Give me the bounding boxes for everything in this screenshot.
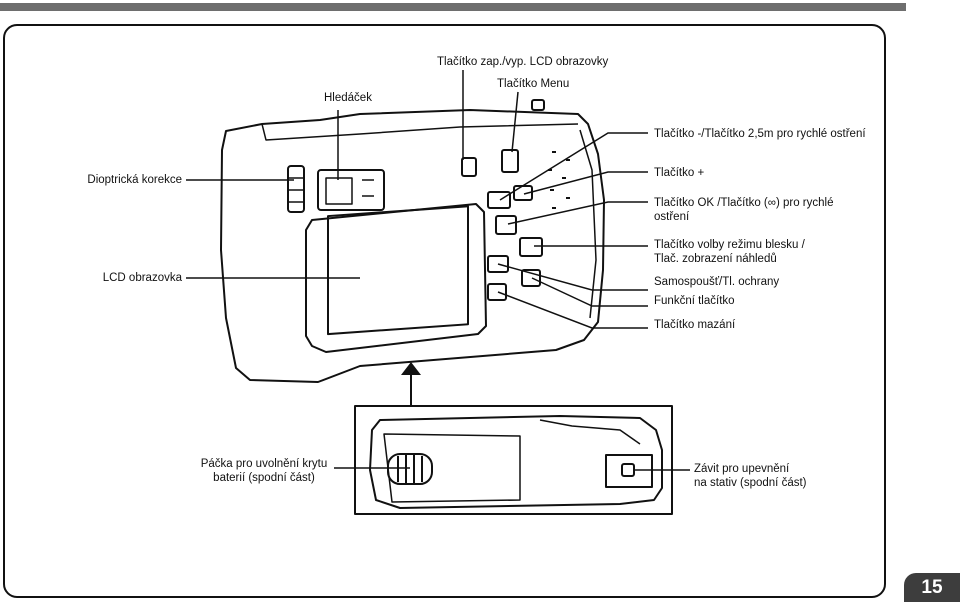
bottom-view-arrow-head	[401, 362, 421, 375]
figure-frame	[3, 24, 886, 598]
menu-button-shape	[501, 149, 519, 173]
lcd-screen	[327, 205, 469, 336]
tripod-socket-shape	[605, 454, 653, 488]
flash-button-shape	[519, 237, 543, 257]
power-button-shape	[461, 157, 477, 177]
label-tripod-2: na stativ (spodní část)	[694, 477, 807, 489]
label-menu-button: Tlačítko Menu	[497, 78, 570, 90]
header-rule	[0, 3, 906, 11]
minus-button-shape	[487, 191, 511, 209]
bottom-view-frame	[354, 405, 673, 515]
camera-top-edge	[261, 123, 579, 141]
camera-side-edge	[579, 129, 597, 319]
label-battery-latch-1: Páčka pro uvolnění krytu	[200, 458, 328, 470]
label-flash-button-2: Tlač. zobrazení náhledů	[654, 253, 777, 265]
viewfinder-window	[317, 169, 385, 211]
label-flash-button-1: Tlačítko volby režimu blesku /	[654, 239, 805, 251]
label-diopter: Dioptrická korekce	[87, 174, 182, 186]
label-plus-button: Tlačítko +	[654, 167, 705, 179]
label-tripod-1: Závit pro upevnění	[694, 463, 790, 475]
label-minus-button: Tlačítko -/Tlačítko 2,5m pro rychlé ostř…	[654, 128, 866, 140]
delete-button-shape	[487, 283, 507, 301]
label-lcd-screen: LCD obrazovka	[102, 272, 182, 284]
self-timer-shape	[487, 255, 509, 273]
label-power-button: Tlačítko zap./vyp. LCD obrazovky	[437, 56, 609, 68]
label-ok-button-2: ostření	[654, 211, 690, 223]
function-button-shape	[521, 269, 541, 287]
label-battery-latch-2: baterií (spodní část)	[213, 472, 315, 484]
label-function-button: Funkční tlačítko	[654, 295, 735, 307]
ok-button-shape	[495, 215, 517, 235]
battery-latch-shape	[387, 453, 433, 485]
camera-body	[220, 109, 605, 383]
bottom-view-body	[369, 415, 663, 509]
page-number: 15	[904, 573, 960, 602]
label-self-timer: Samospoušť/Tl. ochrany	[654, 276, 780, 288]
label-delete-button: Tlačítko mazání	[654, 319, 736, 331]
label-ok-button-1: Tlačítko OK /Tlačítko (∞) pro rychlé	[654, 197, 834, 209]
speaker-grille	[548, 151, 570, 209]
diopter-dial	[287, 165, 305, 213]
label-viewfinder: Hledáček	[324, 92, 372, 104]
